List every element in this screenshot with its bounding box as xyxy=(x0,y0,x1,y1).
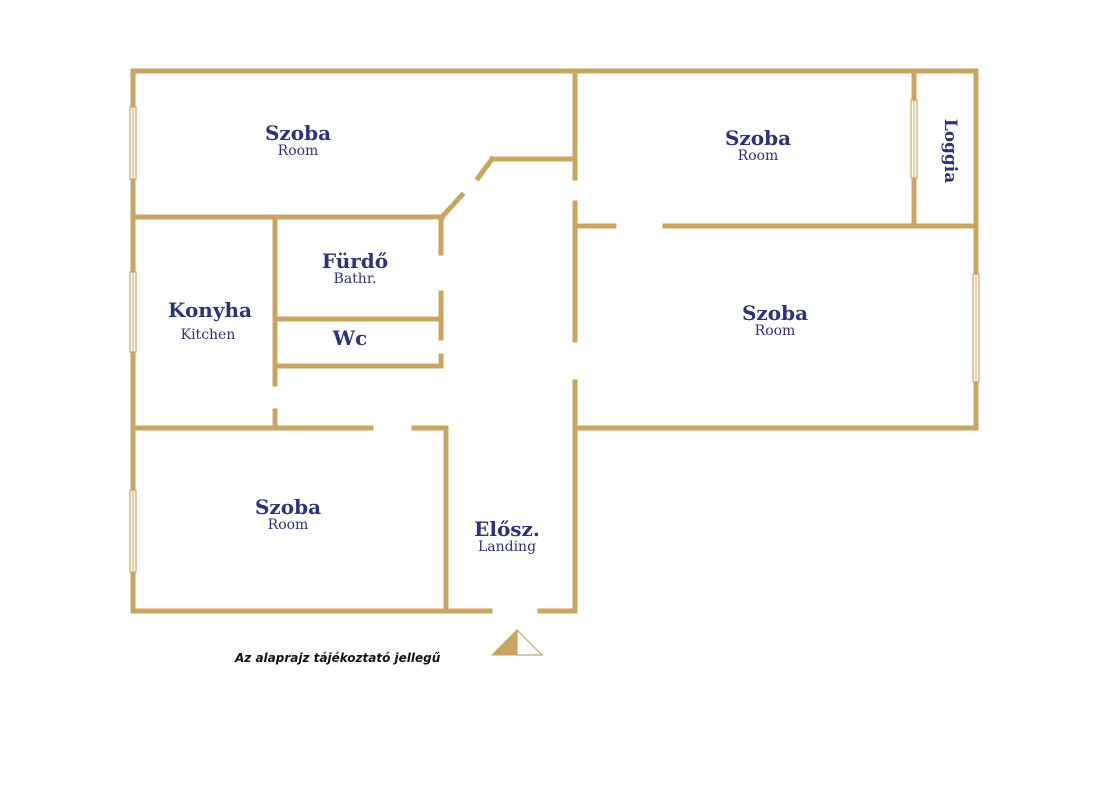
window-kitchen xyxy=(129,271,137,353)
windows xyxy=(129,99,980,573)
window-top-left xyxy=(129,106,137,180)
room-top-left-sub: Room xyxy=(278,143,319,159)
disclaimer-note: Az alaprajz tájékoztató jellegű xyxy=(234,651,441,665)
landing-sub: Landing xyxy=(478,539,536,555)
wc-name: Wc xyxy=(332,326,368,350)
room-middle-right-name: Szoba xyxy=(742,301,808,325)
kitchen-sub: Kitchen xyxy=(181,327,236,343)
window-middle-right xyxy=(972,273,980,383)
room-labels: Szoba Room Szoba Room Loggia Fürdő Bathr… xyxy=(168,119,960,555)
kitchen-name: Konyha xyxy=(168,298,252,322)
window-bottom-left xyxy=(129,489,137,573)
bathroom-name: Fürdő xyxy=(322,249,388,273)
room-middle-right-sub: Room xyxy=(755,323,796,339)
room-bottom-left-name: Szoba xyxy=(255,495,321,519)
landing-name: Elősz. xyxy=(474,517,540,541)
room-top-left-name: Szoba xyxy=(265,121,331,145)
window-top-right xyxy=(910,99,918,179)
bathroom-sub: Bathr. xyxy=(334,271,377,287)
room-bottom-left-sub: Room xyxy=(268,517,309,533)
room-top-right-name: Szoba xyxy=(725,126,791,150)
room-top-right-sub: Room xyxy=(738,148,779,164)
entrance-arrow-icon xyxy=(490,628,544,656)
walls xyxy=(130,68,979,614)
wall-corridor-diag-lower xyxy=(438,191,466,221)
wall-corridor-diag-upper xyxy=(474,155,496,182)
loggia-name: Loggia xyxy=(940,119,960,184)
